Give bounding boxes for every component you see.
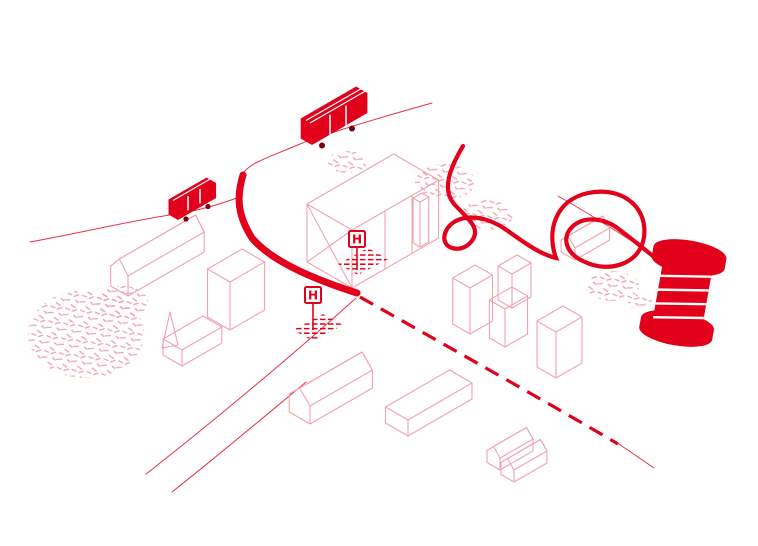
bush-texture — [415, 164, 475, 200]
bus-stop-sign: H — [338, 230, 388, 275]
bus-stop-hatch-area — [293, 314, 343, 341]
bus-stop-sign-label: H — [308, 289, 318, 303]
building-house-tower — [161, 311, 223, 367]
building-tower — [497, 254, 532, 309]
street-line — [171, 381, 307, 493]
chimney-tower — [412, 192, 430, 248]
bus-stop-hatch-area — [338, 248, 388, 275]
bus-wheel — [205, 203, 211, 210]
thread-path — [442, 143, 667, 269]
building-tower — [452, 264, 494, 335]
bush-texture — [628, 294, 652, 310]
tram-wheel — [319, 142, 325, 149]
bus-wheel — [183, 216, 189, 222]
bus-stop-sign-plate — [304, 286, 322, 304]
building-tower — [536, 305, 583, 379]
dashed-route-line — [359, 295, 619, 446]
bus-icon — [168, 177, 217, 222]
bus-stop-sign: H — [293, 286, 343, 341]
bush-texture — [96, 286, 148, 318]
tram-wheel — [349, 125, 355, 132]
building-tower — [488, 286, 529, 348]
building-house-pair — [486, 426, 548, 483]
vegetation — [28, 151, 652, 378]
building-bottom-flat — [384, 369, 473, 437]
building-bottom-gabled — [288, 351, 373, 425]
bush-texture — [461, 200, 513, 230]
street-line — [238, 171, 359, 295]
street-line — [615, 441, 655, 469]
spool-thread-stripes — [653, 274, 712, 320]
obelisk-tower — [161, 311, 179, 349]
street-line — [243, 102, 433, 173]
thread-spool-icon — [639, 239, 727, 347]
bush-texture — [327, 151, 367, 173]
route-ribbon — [235, 171, 361, 297]
bush-texture — [587, 271, 639, 301]
bus-stop-sign-label: H — [352, 233, 362, 247]
building-tall-left — [206, 248, 266, 331]
street-line — [29, 195, 243, 243]
wall-braces — [306, 203, 353, 289]
building-row-left — [110, 214, 205, 297]
tram-icon — [300, 86, 368, 149]
bus-stop-sign-plate — [348, 230, 366, 248]
